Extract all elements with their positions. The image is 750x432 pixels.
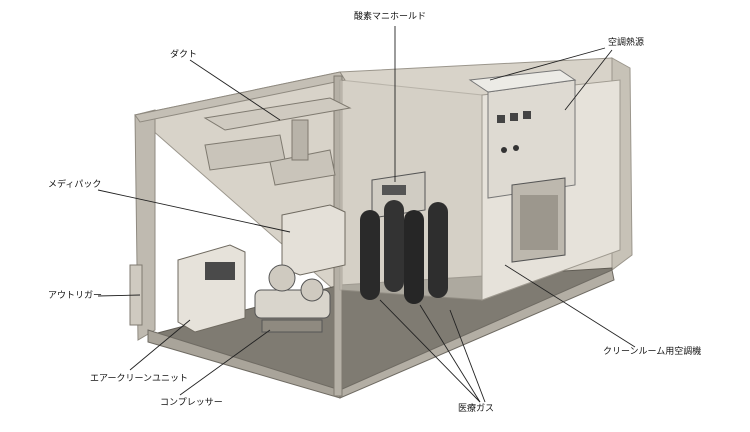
clean-ac-grille bbox=[520, 195, 558, 250]
ac-switch-1 bbox=[501, 147, 507, 153]
label-compressor: コンプレッサー bbox=[160, 398, 223, 408]
leader-clean-ac bbox=[504, 264, 636, 348]
leader-lines bbox=[97, 26, 636, 403]
air-clean-unit bbox=[177, 244, 246, 333]
label-medical-gas: 医療ガス bbox=[458, 404, 495, 414]
ac-switch-2 bbox=[513, 145, 519, 151]
ac-source-top bbox=[468, 69, 577, 93]
duct-branch-2 bbox=[269, 149, 336, 186]
label-duct: ダクト bbox=[170, 50, 198, 60]
label-ac-source: 空調熱源 bbox=[608, 38, 645, 48]
leader-gas-1 bbox=[379, 299, 481, 403]
medipack bbox=[281, 204, 346, 276]
leader-gas-3 bbox=[449, 309, 486, 403]
leader-gas-2 bbox=[419, 304, 481, 403]
ac-indicator-3 bbox=[523, 111, 531, 119]
leader-ac-source-b bbox=[564, 49, 613, 111]
ac-indicator-2 bbox=[510, 113, 518, 121]
duct-main bbox=[203, 97, 352, 131]
leader-outrigger bbox=[97, 294, 141, 297]
label-clean-room-ac: クリーンルーム用空調機 bbox=[603, 347, 702, 357]
label-outrigger: アウトリガー bbox=[48, 291, 103, 301]
label-medipack: メディパック bbox=[48, 180, 102, 190]
manifold-gauge bbox=[382, 185, 406, 195]
leader-medipack bbox=[97, 189, 291, 233]
compressor bbox=[254, 264, 331, 333]
leader-duct bbox=[189, 59, 281, 121]
ac-indicator-1 bbox=[497, 115, 505, 123]
air-clean-panel bbox=[205, 262, 235, 280]
label-air-clean-unit: エアークリーンユニット bbox=[90, 374, 189, 384]
leader-compressor bbox=[179, 329, 271, 396]
label-oxygen-manifold: 酸素マニホールド bbox=[354, 12, 427, 22]
leader-air-clean bbox=[129, 319, 191, 371]
medical-gas-cylinders bbox=[360, 200, 448, 304]
front-top-beam bbox=[134, 71, 346, 123]
duct-drop bbox=[291, 119, 309, 161]
leader-ac-source-a bbox=[489, 47, 606, 81]
